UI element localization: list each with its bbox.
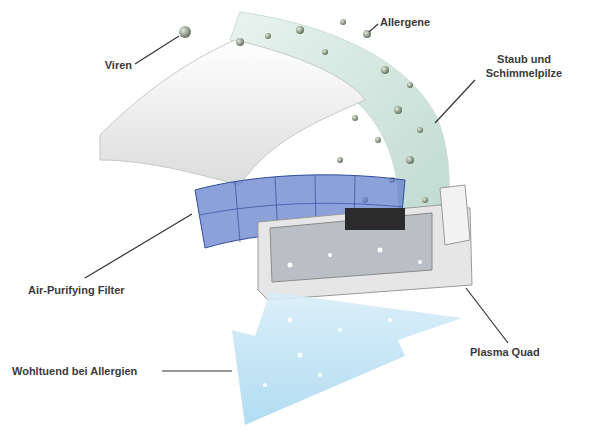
air-flow-arrow	[232, 292, 462, 425]
callout-label: Wohltuend bei Allergien	[12, 364, 160, 378]
callout-label: Air-Purifying Filter	[28, 283, 153, 297]
callout-label: Staub und Schimmelpilze	[478, 52, 570, 80]
unit-body	[258, 205, 472, 300]
front-cover	[100, 40, 365, 185]
flow-sparkles	[263, 318, 392, 388]
callout-label: Viren	[90, 58, 132, 72]
leader-lines	[85, 24, 508, 371]
side-cover	[440, 185, 470, 245]
callout-label: Plasma Quad	[470, 345, 560, 359]
callout-label: Allergene	[380, 15, 450, 29]
sparkles	[288, 248, 423, 268]
plasma-module	[345, 208, 405, 230]
